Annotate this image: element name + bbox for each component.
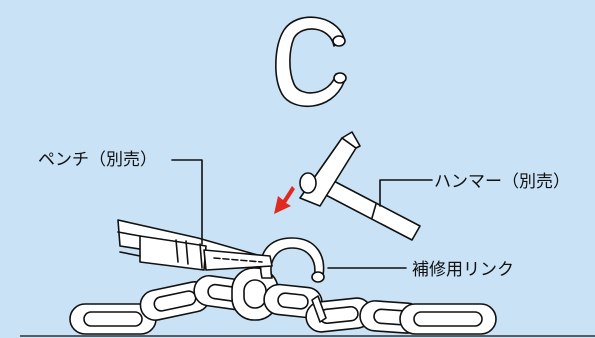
leader-pliers	[171, 159, 203, 245]
leader-lines	[171, 159, 433, 269]
pliers	[117, 219, 273, 271]
open-c-link	[275, 16, 347, 107]
repair-link-in-chain	[259, 237, 325, 283]
repair-link-label: 補修用リンク	[412, 260, 514, 280]
hammer	[299, 131, 421, 241]
leader-hammer	[379, 179, 433, 207]
chain	[69, 267, 497, 335]
hammer-label: ハンマー（別売）	[434, 172, 570, 192]
strike-arrow	[274, 186, 295, 214]
pliers-label: ペンチ（別売）	[38, 150, 157, 170]
